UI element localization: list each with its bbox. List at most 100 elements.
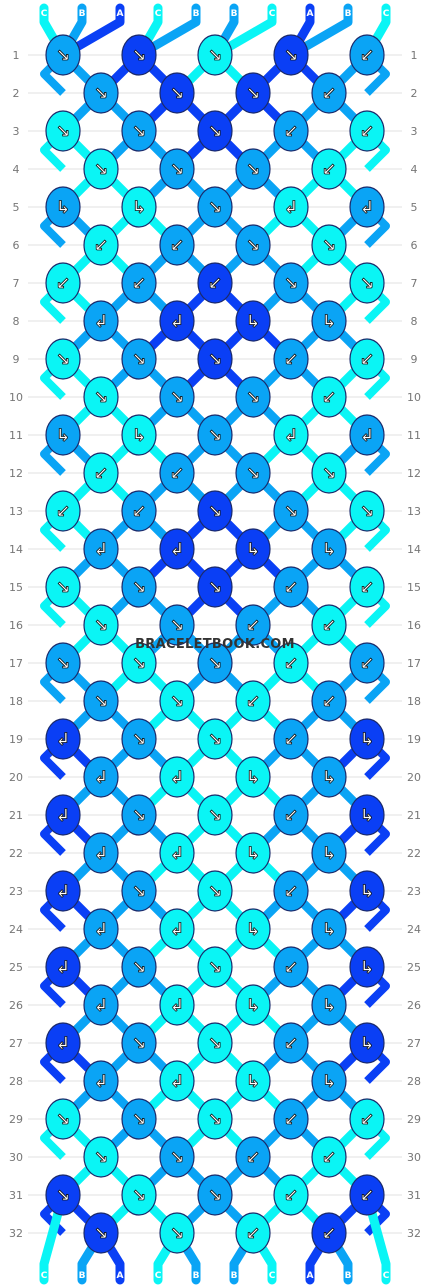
knot-shape: [83, 300, 119, 342]
string-label-top: C: [269, 9, 276, 19]
row-labels-right: 1234567891011121314151617181920212223242…: [407, 49, 421, 1240]
row-number-right: 19: [407, 733, 421, 746]
knot-shape: [45, 794, 81, 836]
knot: ↲: [159, 984, 195, 1026]
watermark: BRACELETBOOK.COM: [135, 637, 295, 652]
knot-arrow-icon: ↘: [170, 692, 184, 712]
knot-arrow-icon: ↙: [132, 502, 146, 522]
knot: ↙: [45, 262, 81, 304]
knot-arrow-icon: ↳: [322, 920, 336, 940]
knot: ↲: [45, 1022, 81, 1064]
knot-shape: [83, 756, 119, 798]
knot-arrow-icon: ↘: [208, 1186, 222, 1206]
knot-shape: [235, 832, 271, 874]
knot: ↙: [235, 1136, 271, 1178]
string-label-bottom: B: [231, 1271, 238, 1281]
row-number-left: 24: [9, 923, 23, 936]
knot-shape: [273, 642, 309, 684]
knot: ↘: [349, 490, 385, 532]
knot-shape: [273, 490, 309, 532]
knot: ↘: [197, 718, 233, 760]
knot-shape: [159, 528, 195, 570]
knot-shape: [273, 110, 309, 152]
knot-shape: [311, 148, 347, 190]
knot: ↲: [83, 756, 119, 798]
string-label-bottom: C: [269, 1271, 276, 1281]
knot: ↲: [273, 186, 309, 228]
knot-arrow-icon: ↙: [322, 1224, 336, 1244]
knot-arrow-icon: ↘: [56, 122, 70, 142]
knot: ↘: [45, 34, 81, 76]
knot-arrow-icon: ↙: [246, 1148, 260, 1168]
row-number-left: 14: [9, 543, 23, 556]
knot: ↘: [121, 870, 157, 912]
knot: ↘: [45, 1174, 81, 1216]
knot-arrow-icon: ↘: [208, 730, 222, 750]
row-number-right: 4: [411, 163, 418, 176]
knot-arrow-icon: ↘: [132, 1110, 146, 1130]
knot: ↳: [311, 984, 347, 1026]
row-number-right: 1: [411, 49, 418, 62]
knot-shape: [235, 148, 271, 190]
knot: ↙: [121, 262, 157, 304]
knot: ↘: [311, 224, 347, 266]
knot-arrow-icon: ↘: [94, 388, 108, 408]
knot-shape: [159, 604, 195, 646]
knot-arrow-icon: ↲: [170, 996, 184, 1016]
knot-shape: [311, 756, 347, 798]
knot-shape: [45, 338, 81, 380]
knot: ↘: [121, 1022, 157, 1064]
row-number-left: 9: [13, 353, 20, 366]
knot-shape: [45, 186, 81, 228]
knot: ↙: [349, 110, 385, 152]
row-number-left: 12: [9, 467, 23, 480]
knot-shape: [83, 984, 119, 1026]
knot-arrow-icon: ↘: [132, 350, 146, 370]
knot-arrow-icon: ↙: [284, 1186, 298, 1206]
knot: ↙: [273, 1174, 309, 1216]
knot-shape: [45, 946, 81, 988]
knot-shape: [45, 1098, 81, 1140]
knot: ↙: [349, 566, 385, 608]
knot: ↙: [273, 642, 309, 684]
knot-arrow-icon: ↳: [132, 198, 146, 218]
knot-arrow-icon: ↳: [360, 958, 374, 978]
knot: ↙: [273, 718, 309, 760]
knot-shape: [349, 642, 385, 684]
knot: ↘: [159, 148, 195, 190]
knot: ↙: [235, 604, 271, 646]
row-number-right: 23: [407, 885, 421, 898]
knot-shape: [83, 680, 119, 722]
knot-arrow-icon: ↘: [284, 274, 298, 294]
knot: ↲: [83, 832, 119, 874]
knot-arrow-icon: ↲: [94, 540, 108, 560]
string-label-bottom: C: [155, 1271, 162, 1281]
knot-shape: [159, 832, 195, 874]
knot-shape: [235, 376, 271, 418]
row-number-right: 26: [407, 999, 421, 1012]
knot: ↘: [311, 452, 347, 494]
row-number-left: 18: [9, 695, 23, 708]
row-number-right: 31: [407, 1189, 421, 1202]
knot-arrow-icon: ↘: [94, 1148, 108, 1168]
knot-shape: [197, 110, 233, 152]
knot: ↙: [159, 224, 195, 266]
knot-shape: [349, 1022, 385, 1064]
knot-arrow-icon: ↙: [322, 160, 336, 180]
knot: ↳: [121, 186, 157, 228]
knot-shape: [83, 832, 119, 874]
knot-arrow-icon: ↲: [170, 920, 184, 940]
string-tail-bottom: [39, 1190, 68, 1285]
knot-arrow-icon: ↘: [132, 122, 146, 142]
knot-shape: [235, 1212, 271, 1254]
knot: ↳: [349, 794, 385, 836]
knot-arrow-icon: ↲: [56, 1034, 70, 1054]
knot: ↲: [45, 718, 81, 760]
knot: ↲: [83, 1060, 119, 1102]
knot-arrow-icon: ↘: [208, 1110, 222, 1130]
row-number-left: 15: [9, 581, 23, 594]
knot-shape: [235, 756, 271, 798]
knot-arrow-icon: ↲: [94, 768, 108, 788]
row-number-left: 3: [13, 125, 20, 138]
